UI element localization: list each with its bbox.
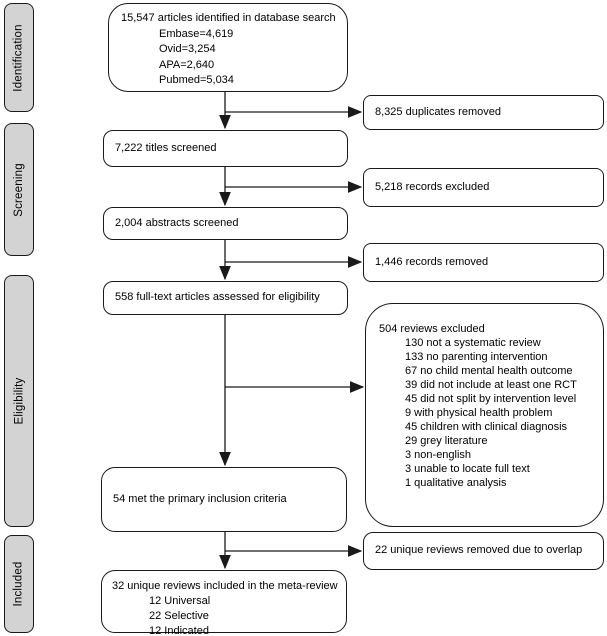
breakdown-universal: 12 Universal bbox=[149, 595, 211, 607]
stage-included-label: Included bbox=[13, 561, 25, 607]
stage-eligibility: Eligibility bbox=[4, 275, 34, 527]
reason-clinical-diagnosis: 45 children with clinical diagnosis bbox=[405, 421, 568, 433]
box-records-removed: 1,446 records removed bbox=[363, 243, 604, 282]
box-overlap-removed-title: 22 unique reviews removed due to overlap bbox=[375, 544, 583, 557]
box-fulltext-assessed-title: 558 full-text articles assessed for elig… bbox=[115, 291, 320, 304]
reason-no-parenting: 133 no parenting intervention bbox=[405, 351, 548, 363]
reason-qualitative: 1 qualitative analysis bbox=[405, 477, 507, 489]
reason-no-fulltext: 3 unable to locate full text bbox=[405, 463, 530, 475]
box-articles-identified: 15,547 articles identified in database s… bbox=[108, 3, 348, 92]
box-included-reviews-title: 32 unique reviews included in the meta-r… bbox=[112, 580, 338, 592]
box-abstracts-screened: 2,004 abstracts screened bbox=[103, 207, 348, 240]
source-ovid: Ovid=3,254 bbox=[159, 43, 216, 55]
box-records-excluded-title: 5,218 records excluded bbox=[375, 180, 490, 193]
source-pubmed: Pubmed=5,034 bbox=[159, 74, 234, 86]
stage-screening-label: Screening bbox=[13, 162, 25, 217]
box-articles-identified-title: 15,547 articles identified in database s… bbox=[121, 12, 336, 24]
reason-not-systematic: 130 not a systematic review bbox=[405, 337, 541, 349]
box-titles-screened-title: 7,222 titles screened bbox=[115, 141, 217, 154]
box-met-criteria: 54 met the primary inclusion criteria bbox=[101, 467, 347, 532]
box-records-removed-title: 1,446 records removed bbox=[375, 255, 489, 268]
box-titles-screened: 7,222 titles screened bbox=[103, 130, 348, 167]
box-duplicates-removed-title: 8,325 duplicates removed bbox=[375, 105, 501, 118]
stage-identification: Identification bbox=[4, 3, 34, 112]
box-abstracts-screened-title: 2,004 abstracts screened bbox=[115, 216, 239, 229]
box-reviews-excluded-title: 504 reviews excluded bbox=[379, 323, 485, 335]
box-overlap-removed: 22 unique reviews removed due to overlap bbox=[363, 532, 604, 570]
reason-grey-literature: 29 grey literature bbox=[405, 435, 488, 447]
box-included-reviews: 32 unique reviews included in the meta-r… bbox=[101, 570, 347, 636]
box-fulltext-assessed: 558 full-text articles assessed for elig… bbox=[103, 281, 348, 315]
stage-identification-label: Identification bbox=[13, 23, 25, 92]
reason-no-rct: 39 did not include at least one RCT bbox=[405, 379, 577, 391]
reason-non-english: 3 non-english bbox=[405, 449, 472, 461]
breakdown-indicated: 12 Indicated bbox=[149, 625, 209, 636]
source-apa: APA=2,640 bbox=[159, 58, 215, 71]
reason-physical-health: 9 with physical health problem bbox=[405, 407, 553, 419]
stage-eligibility-label: Eligibility bbox=[13, 377, 25, 425]
box-reviews-excluded: 504 reviews excluded 130 not a systemati… bbox=[365, 303, 604, 527]
box-duplicates-removed: 8,325 duplicates removed bbox=[363, 95, 604, 130]
breakdown-selective: 22 Selective bbox=[149, 610, 209, 622]
box-met-criteria-title: 54 met the primary inclusion criteria bbox=[113, 492, 287, 505]
stage-included: Included bbox=[4, 535, 34, 633]
source-embase: Embase=4,619 bbox=[159, 27, 234, 40]
stage-screening: Screening bbox=[4, 123, 34, 256]
reason-no-child-outcome: 67 no child mental health outcome bbox=[405, 365, 573, 377]
reason-no-split: 45 did not split by intervention level bbox=[405, 393, 577, 405]
box-records-excluded: 5,218 records excluded bbox=[363, 168, 604, 207]
